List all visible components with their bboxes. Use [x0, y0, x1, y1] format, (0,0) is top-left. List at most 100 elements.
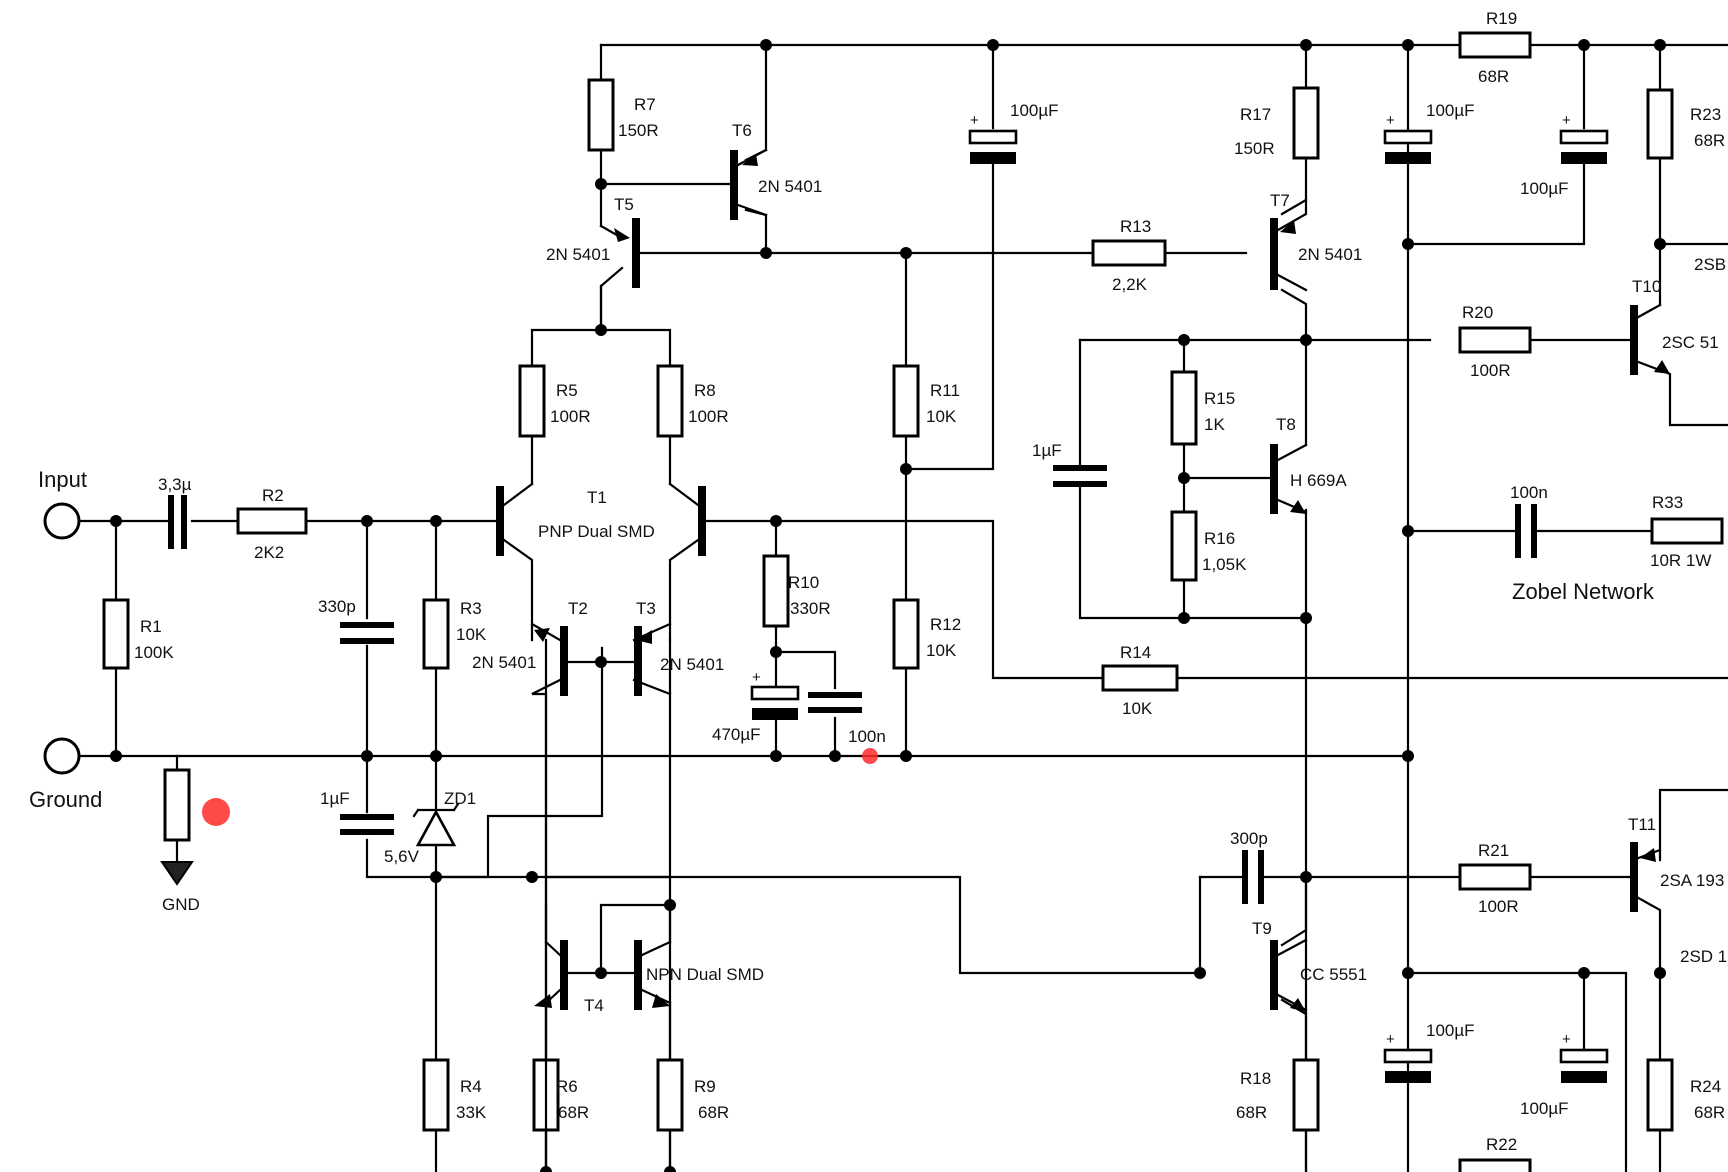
label-R3-name: R3: [460, 599, 482, 618]
capacitor-300p-plate-a: [1242, 850, 1248, 904]
label-c-100u-top: 100µF: [1010, 101, 1059, 120]
resistor-R3: [422, 598, 450, 670]
label-c-470u: 470µF: [712, 725, 761, 744]
transistor-T7-arrow: [1280, 220, 1296, 234]
transistor-T1b-base: [698, 486, 706, 556]
resistor-R4: [422, 1058, 450, 1132]
label-R33-value: 10R 1W: [1650, 551, 1711, 570]
label-R8-name: R8: [694, 381, 716, 400]
resistors: [102, 31, 1724, 1172]
transistor-T6-base: [730, 150, 738, 220]
label-T8-type: H 669A: [1290, 471, 1347, 490]
resistor-R8: [656, 364, 684, 438]
label-R16-name: R16: [1204, 529, 1235, 548]
input-terminal: [43, 502, 81, 540]
capacitor-input-plate-b: [181, 495, 187, 549]
label-ground: Ground: [29, 787, 102, 812]
label-R21-value: 100R: [1478, 897, 1519, 916]
transistor-T3-base: [634, 626, 642, 696]
resistor-R5: [518, 364, 546, 438]
resistor-R22: [1458, 1158, 1532, 1172]
transistor-T10-arrow: [1654, 360, 1670, 374]
transistor-T11-base: [1630, 842, 1638, 912]
capacitor-100uF-rail1-plate-neg: [1385, 152, 1431, 164]
label-R1-name: R1: [140, 617, 162, 636]
resistor-R17: [1292, 86, 1320, 160]
label-R9-value: 68R: [698, 1103, 729, 1122]
resistor-R2: [236, 507, 308, 535]
label-T1-type: PNP Dual SMD: [538, 522, 655, 541]
label-R33-name: R33: [1652, 493, 1683, 512]
label-R4-value: 33K: [456, 1103, 487, 1122]
label-R22-name: R22: [1486, 1135, 1517, 1154]
label-R12-value: 10K: [926, 641, 957, 660]
label-R9-name: R9: [694, 1077, 716, 1096]
transistor-T5-base: [632, 218, 640, 288]
label-T8-name: T8: [1276, 415, 1296, 434]
resistor-R11: [892, 364, 920, 438]
label-R4-name: R4: [460, 1077, 482, 1096]
label-R20-value: 100R: [1470, 361, 1511, 380]
label-R23-value: 68R: [1694, 131, 1725, 150]
transistors: [496, 148, 1670, 1172]
resistor-R23: [1646, 88, 1674, 160]
label-R21-name: R21: [1478, 841, 1509, 860]
marker-red-1: [202, 798, 230, 826]
transistor-T2-base: [560, 626, 568, 696]
label-R11-value: 10K: [926, 407, 957, 426]
capacitor-330p-plate-b: [340, 638, 394, 644]
zener-ZD1: [412, 802, 460, 847]
plus-mark: +: [1562, 112, 1571, 129]
transistor-T2-arrow: [534, 628, 550, 642]
resistor-R20: [1458, 326, 1532, 354]
label-T2-name: T2: [568, 599, 588, 618]
label-Q-upper-cut: 2SB: [1694, 255, 1726, 274]
plus-mark: +: [970, 112, 979, 129]
label-R24-value: 68R: [1694, 1103, 1725, 1122]
label-gnd: GND: [162, 895, 200, 914]
label-R15-value: 1K: [1204, 415, 1225, 434]
label-R15-name: R15: [1204, 389, 1235, 408]
resistor-R13: [1091, 239, 1167, 267]
transistor-T8-base: [1270, 444, 1278, 514]
label-R18-name: R18: [1240, 1069, 1271, 1088]
resistor-R12: [892, 598, 920, 670]
label-ZD1-name: ZD1: [444, 789, 476, 808]
transistor-T6-arrow: [742, 154, 758, 166]
label-R23-name: R23: [1690, 105, 1721, 124]
label-T4-name: T4: [584, 996, 604, 1015]
transistor-T1a-base: [496, 486, 504, 556]
label-c-300p: 300p: [1230, 829, 1268, 848]
label-R12-name: R12: [930, 615, 961, 634]
transistor-T4a-arrow: [534, 994, 552, 1008]
label-R5-name: R5: [556, 381, 578, 400]
label-T7-type: 2N 5401: [1298, 245, 1362, 264]
label-R8-value: 100R: [688, 407, 729, 426]
transistor-T7-base: [1270, 218, 1278, 290]
label-c-100n-zobel: 100n: [1510, 483, 1548, 502]
label-T11-name: T11: [1628, 815, 1656, 834]
label-c-1u-vbe: 1µF: [1032, 441, 1062, 460]
capacitor-470uF-plate-neg: [752, 708, 798, 720]
capacitor-1uF-low-plate-b: [340, 829, 394, 835]
label-T3-name: T3: [636, 599, 656, 618]
label-T6-type: 2N 5401: [758, 177, 822, 196]
capacitor-100n-zobel-plate-b: [1531, 504, 1537, 558]
transistor-T10-base: [1630, 305, 1638, 375]
label-R17-value: 150R: [1234, 139, 1275, 158]
label-Q-lower-cut: 2SD 1: [1680, 947, 1727, 966]
capacitor-330p-plate-a: [340, 622, 394, 628]
label-c-100u-bot1: 100µF: [1426, 1021, 1475, 1040]
resistor-R14: [1101, 664, 1179, 692]
resistor-R9: [656, 1058, 684, 1132]
capacitor-input-plate-a: [168, 495, 174, 549]
label-c-330p: 330p: [318, 597, 356, 616]
label-T10-type: 2SC 51: [1662, 333, 1719, 352]
label-T11-type: 2SA 193: [1660, 871, 1724, 890]
label-R2-value: 2K2: [254, 543, 284, 562]
transistor-T5-arrow: [614, 228, 630, 242]
transistor-T9-arrow: [1290, 998, 1306, 1012]
resistor-R10: [762, 554, 790, 628]
plus-mark: +: [1386, 1031, 1395, 1048]
